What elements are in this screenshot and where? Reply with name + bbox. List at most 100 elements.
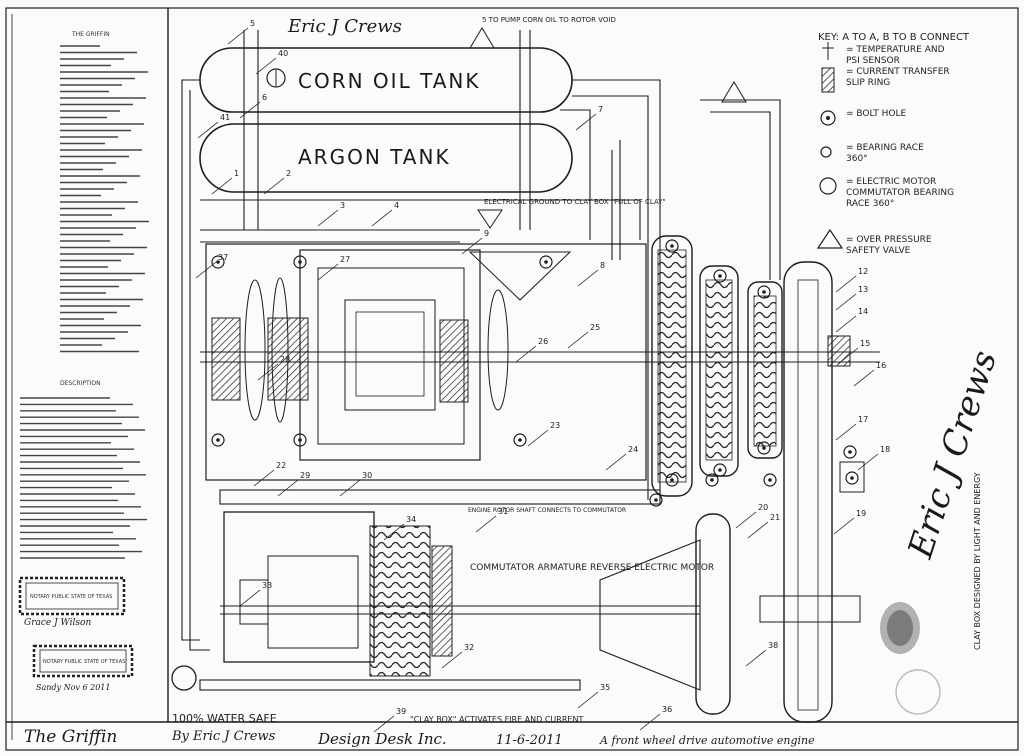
corn-oil-tank: CORN OIL TANK <box>199 47 573 113</box>
part-number-label: 23 <box>550 421 560 430</box>
part-number-label: 5 <box>250 19 255 28</box>
bolt-hole-icon <box>820 110 836 126</box>
clay-box-note: "CLAY BOX" ACTIVATES FIRE AND CURRENT <box>410 715 583 724</box>
part-number-label: 40 <box>278 49 288 58</box>
left-panel-section-title: DESCRIPTION <box>60 380 101 387</box>
electric-motor-bearing-race-icon <box>819 177 837 195</box>
left-panel-title: THE GRIFFIN <box>71 31 110 38</box>
water-safe-note: 100% WATER SAFE <box>172 712 277 725</box>
bolt-hole-icon <box>649 493 663 507</box>
annotation-vertical: CLAY BOX DESIGNED BY LIGHT AND ENERGY <box>973 472 982 650</box>
bolt-hole-icon <box>763 473 777 487</box>
part-number-label: 34 <box>406 515 416 524</box>
part-number-label: 17 <box>858 415 868 424</box>
part-number-label: 13 <box>858 285 868 294</box>
bolt-hole-icon <box>665 239 679 253</box>
part-number-label: 9 <box>484 229 489 238</box>
bolt-hole-icon <box>293 255 307 269</box>
part-number-label: 35 <box>600 683 610 692</box>
company-name: Design Desk Inc. <box>317 730 447 748</box>
part-number-label: 28 <box>280 355 290 364</box>
sheet-border <box>5 7 1019 751</box>
bolt-hole-icon <box>211 433 225 447</box>
part-number-label: 21 <box>770 513 780 522</box>
part-number-label: 38 <box>768 641 778 650</box>
bolt-hole-icon <box>757 441 771 455</box>
annotation-ground: ELECTRICAL GROUND TO CLAY BOX "FULL OF C… <box>484 198 666 206</box>
part-number-label: 36 <box>662 705 672 714</box>
signature-left-1: Grace J Wilson <box>24 618 91 628</box>
bolt-hole-icon <box>665 473 679 487</box>
part-number-label: 29 <box>300 471 310 480</box>
signature-left-2: Sandy Nov 6 2011 <box>36 683 110 692</box>
reverse-electric-motor <box>171 511 861 715</box>
part-number-label: 6 <box>262 93 267 102</box>
svg-text:NOTARY PUBLIC STATE OF TEXAS: NOTARY PUBLIC STATE OF TEXAS <box>30 594 112 600</box>
part-number-label: 19 <box>856 509 866 518</box>
part-number-label: 4 <box>394 201 399 210</box>
part-number-label: 3 <box>340 201 345 210</box>
bolt-hole-icon <box>705 473 719 487</box>
bolt-hole-icon <box>293 433 307 447</box>
part-number-label: 41 <box>220 113 230 122</box>
annotation-commutator: COMMUTATOR ARMATURE REVERSE ELECTRIC MOT… <box>470 563 714 573</box>
bolt-holes <box>211 239 859 507</box>
notary-stamp-2: NOTARY PUBLIC STATE OF TEXAS <box>32 644 134 678</box>
argon-tank: ARGON TANK <box>199 123 573 193</box>
drawing-date: 11-6-2011 <box>496 733 563 748</box>
bolt-hole-icon <box>845 471 859 485</box>
part-number-label: 24 <box>628 445 638 454</box>
part-number-label: 18 <box>880 445 890 454</box>
part-number-label: 7 <box>598 105 603 114</box>
fingerprint-mark <box>880 602 920 654</box>
key-title: KEY: A TO A, B TO B CONNECT <box>818 32 970 43</box>
part-number-label: 33 <box>262 581 272 590</box>
part-number-label: 25 <box>590 323 600 332</box>
part-number-label: 1 <box>234 169 239 178</box>
top-note: 5 TO PUMP CORN OIL TO ROTOR VOID <box>482 16 616 24</box>
safety-valve-icon <box>816 228 844 249</box>
signature-vertical: Eric J Crews <box>900 346 1005 564</box>
part-number-label: 14 <box>858 307 868 316</box>
corn-oil-tank-label: CORN OIL TANK <box>298 69 480 93</box>
annotation-engine: ENGINE ROTOR SHAFT CONNECTS TO COMMUTATO… <box>468 507 626 514</box>
bolt-hole-icon <box>713 269 727 283</box>
drawing-title: The Griffin <box>24 727 117 747</box>
left-description-panel: THE GRIFFIN DESCRIPTION NOTARY PUBLIC ST… <box>18 31 149 692</box>
part-number-label: 26 <box>538 337 548 346</box>
bolt-hole-icon <box>539 255 553 269</box>
notary-stamp-1: NOTARY PUBLIC STATE OF TEXAS <box>18 576 126 616</box>
embossed-seal <box>895 669 941 715</box>
key-item-label: = BOLT HOLE <box>846 109 907 119</box>
part-number-label: 31 <box>498 507 508 516</box>
part-number-label: 8 <box>600 261 605 270</box>
part-number-label: 37 <box>218 253 228 262</box>
bolt-hole-icon <box>713 463 727 477</box>
argon-tank-label: ARGON TANK <box>298 145 451 169</box>
part-number-label: 22 <box>276 461 286 470</box>
part-number-label: 20 <box>758 503 768 512</box>
part-number-label: 15 <box>860 339 870 348</box>
bolt-hole-icon <box>211 255 225 269</box>
signature-bottom: By Eric J Crews <box>171 729 276 744</box>
part-number-label: 39 <box>396 707 406 716</box>
part-number-label: 2 <box>286 169 291 178</box>
signature-top: Eric J Crews <box>287 16 402 37</box>
title-bar: The Griffin 100% WATER SAFE By Eric J Cr… <box>24 712 815 748</box>
part-number-label: 30 <box>362 471 372 480</box>
svg-text:NOTARY PUBLIC STATE OF TEXAS: NOTARY PUBLIC STATE OF TEXAS <box>43 659 125 665</box>
safety-valve-icon <box>477 209 503 229</box>
temperature-psi-sensor-icon <box>822 42 834 60</box>
current-transfer-slip-ring-icon <box>821 67 835 93</box>
bolt-hole-icon <box>513 433 527 447</box>
engine-rotor-block <box>200 243 880 481</box>
